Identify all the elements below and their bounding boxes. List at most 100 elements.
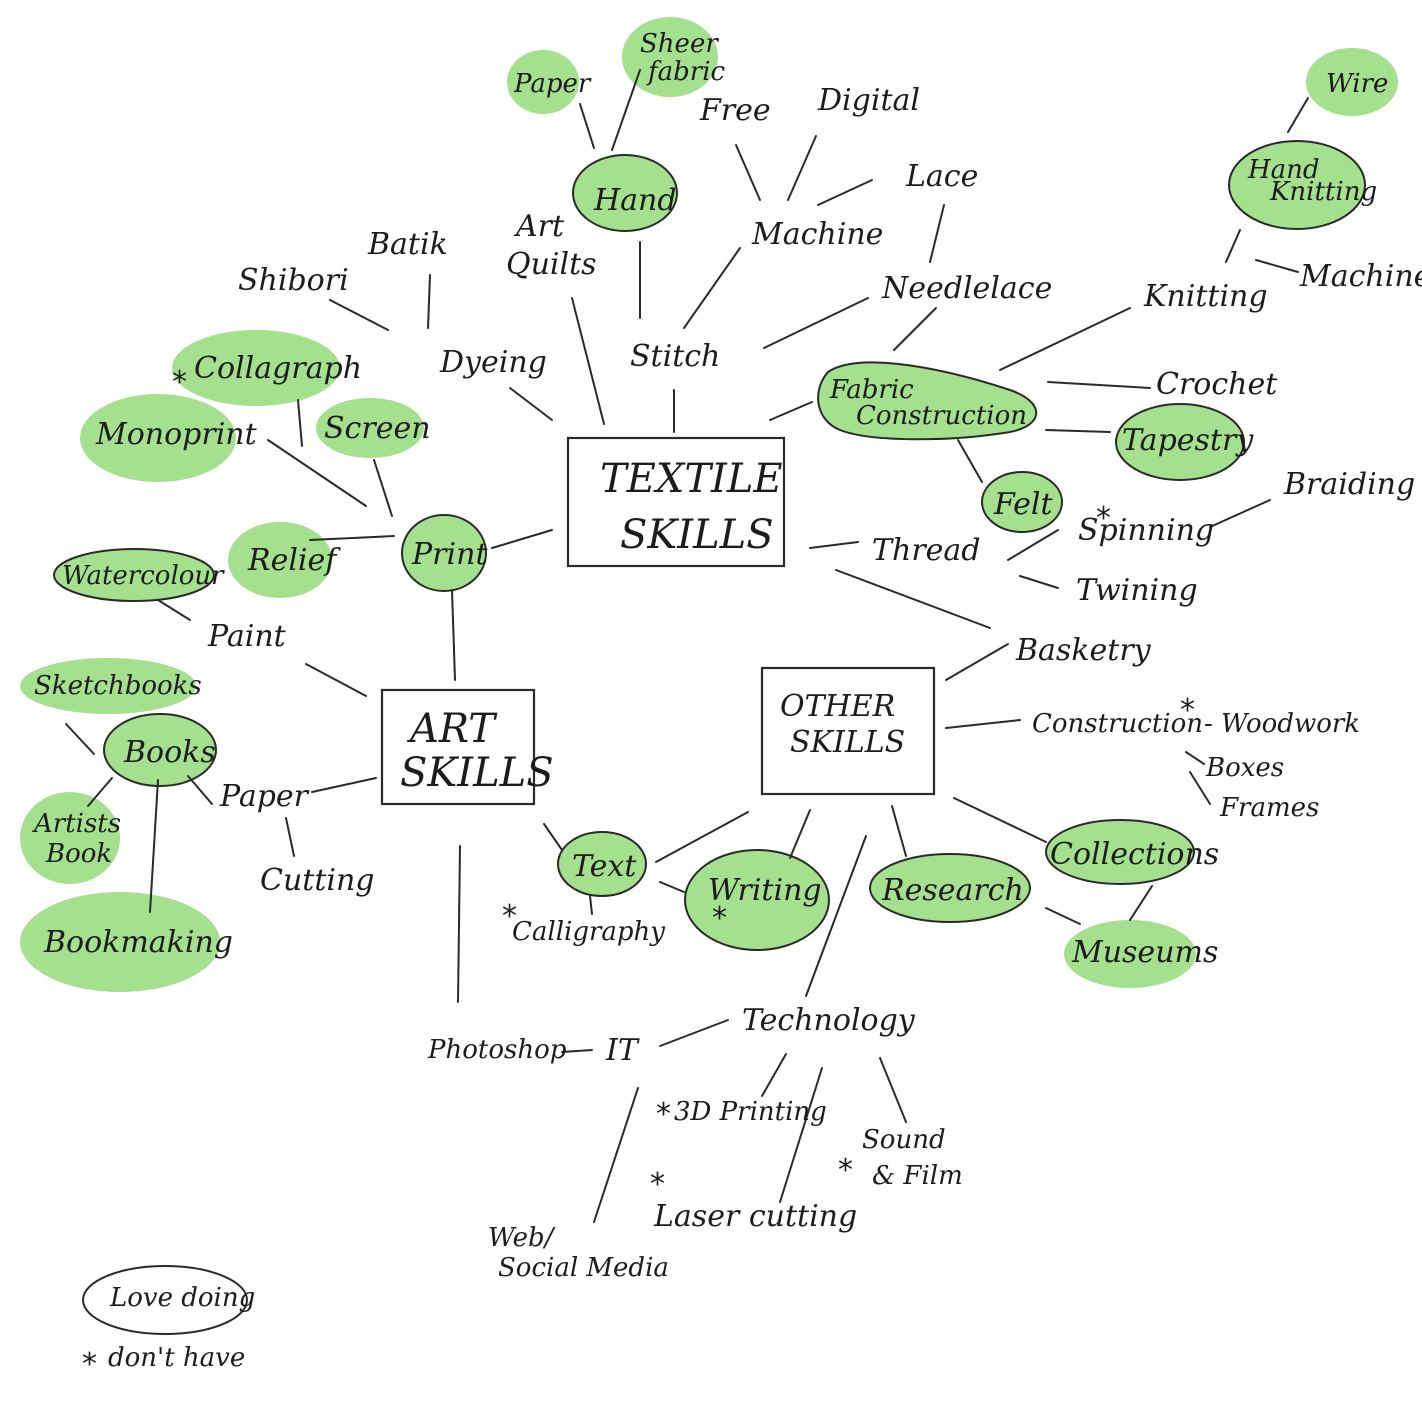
label-hand: Hand [593,183,677,218]
textile-skills-line2: SKILLS [620,512,774,558]
label-fabric-construction-1: Fabric [829,375,914,405]
highlight-felt [981,471,1063,533]
label-technology: Technology [742,1003,916,1038]
label-batik: Batik [367,227,448,262]
label-artists-book-2: Book [45,839,112,869]
edge-artquilts-textile [571,297,605,425]
highlight-monoprint [80,394,236,482]
edge-art-text [543,823,563,851]
label-fabric-construction-2: Construction [856,401,1027,431]
label-museums: Museums [1071,935,1218,970]
highlight-collagraph [172,330,340,406]
collagraph-dont-have-star: * [172,365,187,400]
edge-sheer-hand [611,69,641,151]
label-paper-art: Paper [219,779,310,814]
label-woodwork: - Woodwork [1204,709,1360,739]
label-monoprint: Monoprint [95,417,258,452]
label-machine-stitch: Machine [751,217,883,252]
edge-technology-3d [761,1053,787,1097]
calligraphy-dont-have-star: * [502,899,517,934]
label-knitting: Knitting [1143,279,1268,314]
edge-relief-print [309,535,395,541]
3d-printing-dont-have-star: * [656,1097,671,1132]
edge-paint-art [305,663,367,697]
other-skills-line1: OTHER [780,689,895,724]
label-web-social-2: Social Media [498,1253,669,1283]
edge-knitting-fabric [999,307,1131,371]
edge-needlelace-fabric [893,307,937,351]
edge-other-research [891,805,907,857]
edge-text-other [655,811,749,863]
edge-books-artistsbook [87,777,113,807]
edge-it-web [593,1087,639,1223]
label-digital: Digital [817,83,920,118]
legend-star-symbol: * [82,1347,97,1382]
edge-free-machine [735,144,761,201]
label-cutting: Cutting [260,863,375,898]
highlight-hand [572,154,678,232]
edge-textile-print [491,529,553,549]
label-twining: Twining [1076,573,1198,608]
edge-technology-laser [779,1067,823,1203]
label-boxes: Boxes [1205,753,1284,783]
edge-writing-other [789,809,811,859]
label-lace: Lace [905,159,978,194]
label-tapestry: Tapestry [1122,423,1254,458]
edge-research-museums [1045,907,1081,925]
highlights [20,17,1398,1335]
label-sound-film-2: & Film [872,1161,963,1191]
edge-paper-hand [579,103,595,149]
highlight-museums [1064,920,1196,988]
edge-construction-frames [1189,771,1211,805]
edge-fabric-felt [957,439,983,483]
edge-needlelace-stitch [763,297,869,349]
highlight-sketchbooks [20,658,196,714]
highlight-artists-book [20,792,120,884]
label-collections: Collections [1050,837,1219,872]
label-sketchbooks: Sketchbooks [34,671,202,701]
edge-books-paper [187,775,213,805]
label-it: IT [605,1033,640,1068]
edge-thread-textile [809,541,859,549]
label-felt: Felt [993,487,1054,522]
label-hand-knitting-2: Knitting [1269,177,1377,207]
edge-other-technology [805,835,867,997]
legend-love-doing-label: Love doing [109,1283,255,1313]
textile-skills-line1: TEXTILE [600,456,783,502]
label-sheer-1: Sheer [640,29,719,59]
label-construction: Construction [1032,709,1203,739]
highlight-books [103,713,217,787]
edge-lace-machine [817,179,873,206]
label-screen: Screen [324,411,431,446]
highlight-wire [1306,48,1398,116]
edge-photoshop-it [561,1049,593,1053]
art-skills-line1: ART [406,706,498,752]
label-basketry: Basketry [1015,633,1152,668]
label-watercolour: Watercolour [62,561,225,591]
edge-monoprint-print [267,439,367,507]
edge-text-calligraphy [589,895,593,915]
label-photoshop: Photoshop [427,1035,567,1065]
connections [65,69,1309,1223]
edge-braiding-spinning [1209,499,1271,528]
edge-lace-needlelace [929,204,945,263]
label-paint: Paint [207,619,287,654]
edge-shibori-dyeing [329,299,389,331]
label-sheer-2: fabric [646,57,726,87]
label-dyeing: Dyeing [439,345,547,380]
highlight-watercolour [53,548,215,602]
label-print: Print [411,537,488,572]
label-web-social-1: Web/ [488,1223,556,1253]
highlight-collections [1045,819,1195,885]
other-skills-box [760,666,936,796]
edge-sketchbooks-books [65,723,95,755]
edge-paper-art [311,777,377,793]
writing-dont-have-star: * [712,901,727,936]
highlight-paper-top [507,50,579,114]
sound-film-dont-have-star: * [838,1153,853,1188]
label-machine-knit: Machine [1299,259,1422,294]
central-nodes: TEXTILE SKILLS ART SKILLS OTHER SKILLS [380,436,936,806]
edge-screen-print [373,459,393,517]
